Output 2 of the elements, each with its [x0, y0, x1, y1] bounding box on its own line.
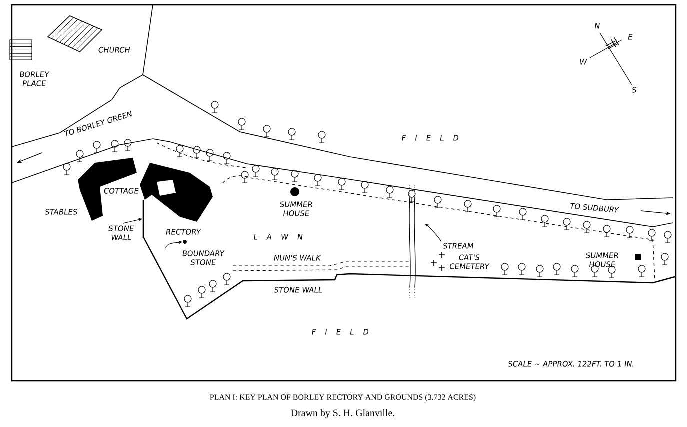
credit-line: Drawn by S. H. Glanville. — [291, 409, 394, 419]
leader-arrow — [425, 224, 442, 242]
